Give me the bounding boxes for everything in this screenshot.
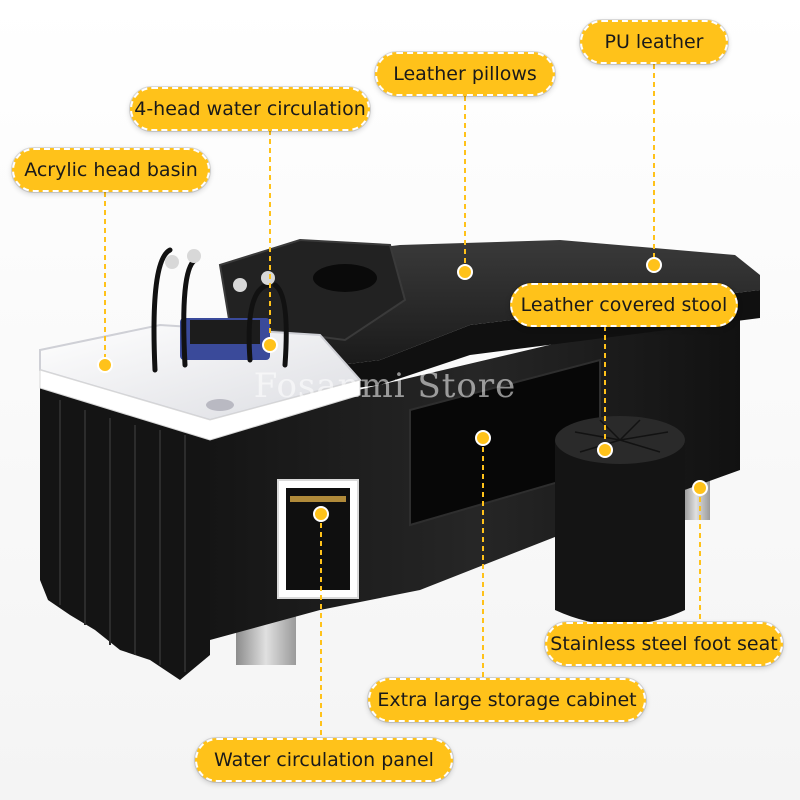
leather-stool-body [555, 440, 685, 625]
panel-gold-strip [290, 496, 346, 502]
nozzle-3 [233, 278, 247, 292]
callout-4-head-water-circulation: 4-head water circulation [129, 86, 371, 132]
nozzle-4 [261, 271, 275, 285]
pillow-hole [313, 264, 377, 292]
callout-acrylic-head-basin: Acrylic head basin [11, 147, 211, 193]
callout-stainless-steel-foot-seat: Stainless steel foot seat [544, 621, 784, 667]
callout-water-circulation-panel: Water circulation panel [194, 737, 454, 783]
basin-drain [206, 399, 234, 411]
leader-lines [104, 64, 701, 740]
callout-pu-leather: PU leather [579, 19, 729, 65]
skirt-pleats [59, 400, 186, 672]
store-watermark: Fosanmi Store [253, 366, 517, 406]
nozzle-1 [165, 255, 179, 269]
nozzle-2 [187, 249, 201, 263]
basin-rim [39, 369, 361, 441]
panel-screen [286, 488, 350, 590]
callout-leather-pillows: Leather pillows [374, 51, 556, 97]
stool-tufting [574, 419, 669, 453]
callout-leather-covered-stool: Leather covered stool [509, 282, 739, 328]
water-pipes [151, 247, 289, 373]
bed-skirt [40, 370, 210, 680]
leader-dots [97, 257, 708, 522]
callout-extra-large-storage-cabinet: Extra large storage cabinet [367, 677, 647, 723]
